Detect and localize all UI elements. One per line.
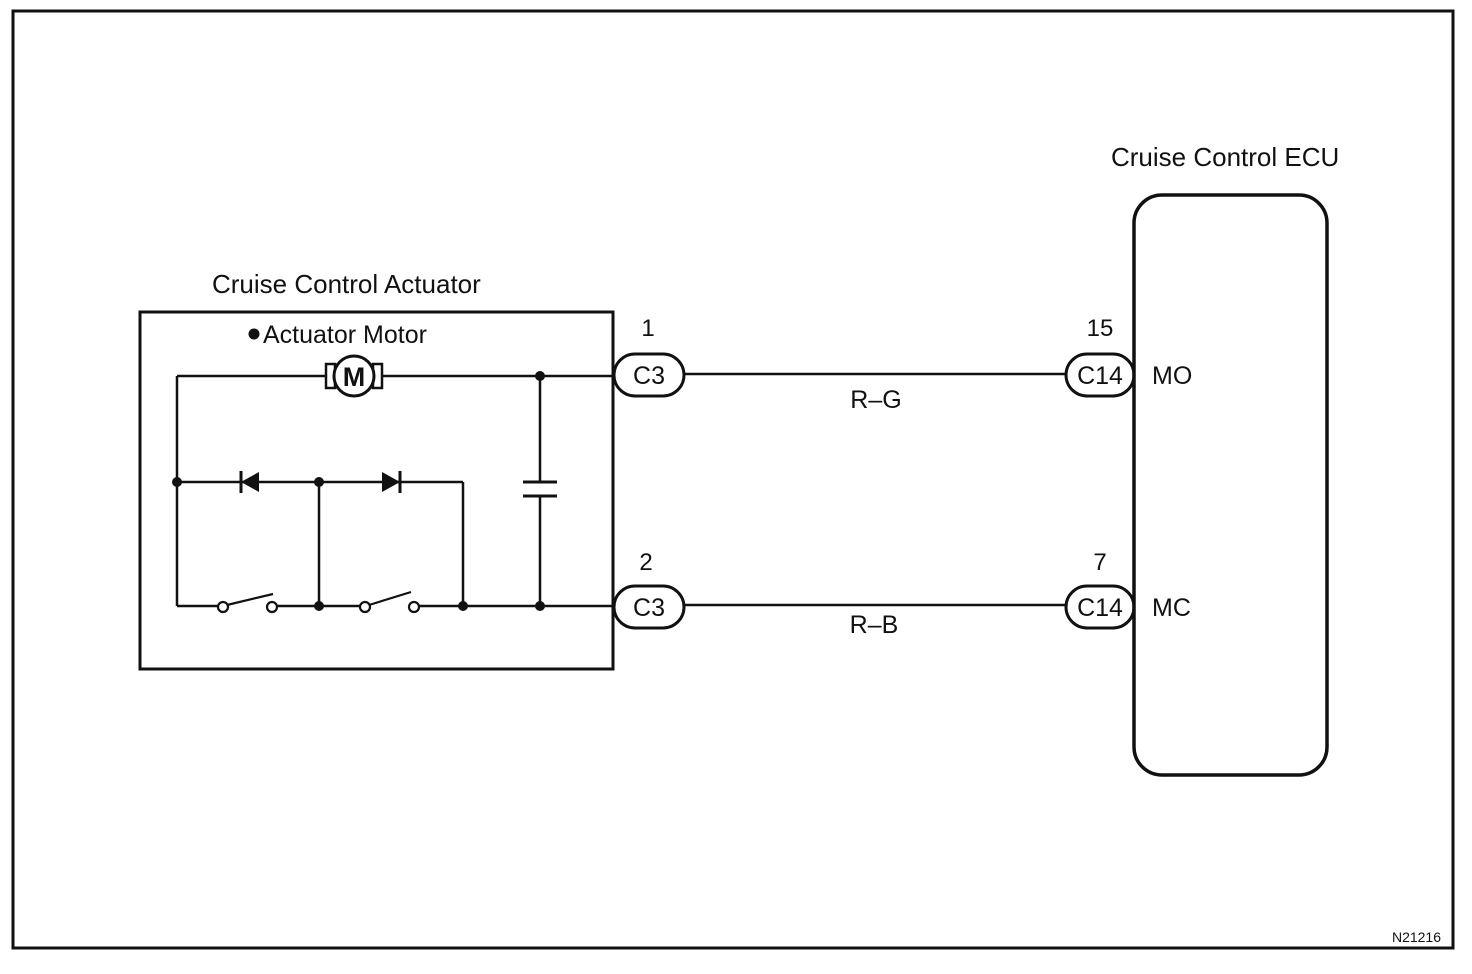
ecu-connector-label: C14 (1077, 594, 1123, 622)
junction-dots (172, 371, 545, 611)
actuator-title: Cruise Control Actuator (212, 269, 481, 299)
ecu-terminal-label: MO (1152, 362, 1192, 390)
actuator-block: Cruise Control Actuator Actuator Motor M (138, 269, 615, 671)
wire-color-label: R–G (850, 386, 901, 414)
diagram-frame (11, 9, 1455, 950)
ecu-title: Cruise Control ECU (1111, 142, 1339, 172)
figure-code: N21216 (1392, 929, 1441, 945)
ecu-pin-number: 7 (1093, 549, 1106, 576)
diode-icon (239, 471, 259, 493)
actuator-connector-label: C3 (633, 362, 665, 390)
actuator-box (138, 310, 615, 671)
actuator-pin-number: 2 (639, 549, 652, 576)
bullet-icon (248, 328, 260, 340)
ecu-connector-label: C14 (1077, 362, 1123, 390)
actuator-pin-number: 1 (641, 315, 654, 342)
actuator-motor-label: Actuator Motor (263, 321, 427, 349)
ecu-terminal-label: MC (1152, 594, 1191, 622)
actuator-connector (612, 584, 686, 630)
connection-mc: 2 C3 R–B 7 C14 MC (612, 549, 1191, 639)
connection-mo: 1 C3 R–G 15 C14 MO (612, 315, 1192, 414)
switch-icon (358, 590, 421, 614)
wire-color-label: R–B (850, 611, 899, 639)
switch-icon (216, 592, 279, 614)
ecu-pin-number: 15 (1087, 315, 1114, 342)
motor-symbol: M (343, 362, 366, 392)
ecu-block: Cruise Control ECU (1111, 142, 1339, 777)
capacitor-icon (523, 376, 557, 606)
actuator-connector-label: C3 (633, 594, 665, 622)
diode-icon (382, 471, 402, 493)
motor-icon: M (324, 354, 384, 398)
ecu-box (1132, 193, 1329, 777)
